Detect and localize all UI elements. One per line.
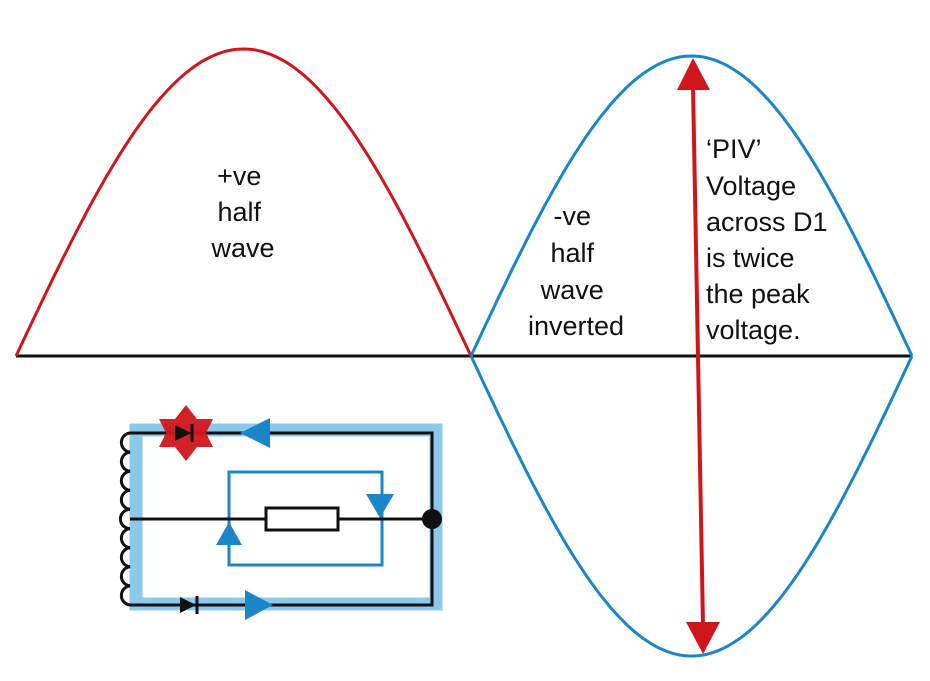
load-resistor <box>264 506 340 532</box>
current-arrow-up-icon <box>216 522 242 545</box>
inverted-negative-half-wave <box>469 54 914 357</box>
current-arrow-down-icon <box>366 494 394 518</box>
negative-half-wave <box>469 355 914 658</box>
transformer-coil <box>118 431 131 607</box>
arrowhead-down <box>686 622 720 654</box>
current-arrow-left-icon <box>240 418 270 448</box>
rectifier-circuit <box>118 405 443 620</box>
negative-half-label: -ve half wave inverted <box>528 201 624 341</box>
current-path-band <box>129 423 443 611</box>
diode-d2 <box>180 596 199 614</box>
positive-half-label: +ve half wave <box>210 161 274 263</box>
arrowhead-up <box>677 58 710 90</box>
positive-half-wave <box>14 47 473 357</box>
current-arrow-right-icon <box>245 590 273 620</box>
junction-node <box>422 509 442 529</box>
piv-note: ‘PIV’ Voltage across D1 is twice the pea… <box>706 134 835 345</box>
piv-double-arrow <box>677 58 720 654</box>
diode-d1 <box>175 424 194 442</box>
